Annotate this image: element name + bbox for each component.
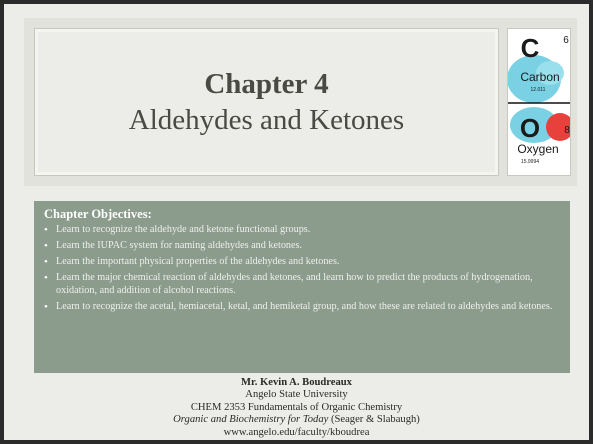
institution: Angelo State University: [245, 389, 348, 401]
objective-item: Learn the IUPAC system for naming aldehy…: [44, 240, 558, 253]
carbon-number: 6: [563, 35, 569, 46]
website-link[interactable]: www.angelo.edu/faculty/kboudrea: [223, 426, 370, 438]
carbon-blob-highlight: [536, 61, 564, 85]
carbon-oxygen-image: C 6 Carbon 12.011 O 8 Oxygen 15.9994: [507, 28, 571, 176]
carbon-name: Carbon: [520, 70, 559, 84]
objective-item: Learn the major chemical reaction of ald…: [44, 272, 558, 297]
textbook-authors: (Seager & Slabaugh): [328, 414, 420, 426]
title-box: Chapter 4 Aldehydes and Ketones: [34, 28, 499, 176]
textbook: Organic and Biochemistry for Today (Seag…: [4, 414, 589, 426]
oxygen-symbol: O: [520, 113, 540, 143]
course-name: CHEM 2353 Fundamentals of Organic Chemis…: [190, 401, 403, 413]
objective-item: Learn the important physical properties …: [44, 256, 558, 269]
author-name: Mr. Kevin A. Boudreaux: [241, 377, 352, 388]
oxygen-number: 8: [564, 125, 570, 136]
chapter-title: Chapter 4: [204, 68, 329, 100]
oxygen-cyan-blob: [510, 107, 558, 143]
objectives-list: Learn to recognize the aldehyde and keto…: [44, 224, 558, 314]
oxygen-name: Oxygen: [517, 142, 558, 156]
objectives-heading: Chapter Objectives:: [44, 207, 152, 221]
objective-item: Learn to recognize the aldehyde and keto…: [44, 224, 558, 237]
oxygen-mass: 15.9994: [521, 159, 539, 165]
title-band: Chapter 4 Aldehydes and Ketones C 6 Carb…: [24, 18, 577, 186]
carbon-mass: 12.011: [531, 87, 546, 93]
objective-item: Learn to recognize the acetal, hemiaceta…: [44, 301, 558, 314]
objectives-box: Chapter Objectives: Learn to recognize t…: [34, 201, 570, 373]
element-tile-graphic: C 6 Carbon 12.011 O 8 Oxygen 15.9994: [508, 33, 570, 165]
chapter-subtitle: Aldehydes and Ketones: [128, 104, 405, 136]
credits: Mr. Kevin A. Boudreaux Angelo State Univ…: [4, 377, 589, 439]
textbook-title: Organic and Biochemistry for Today: [173, 414, 329, 426]
carbon-symbol: C: [521, 33, 540, 63]
oxygen-red-blob: [546, 113, 570, 141]
